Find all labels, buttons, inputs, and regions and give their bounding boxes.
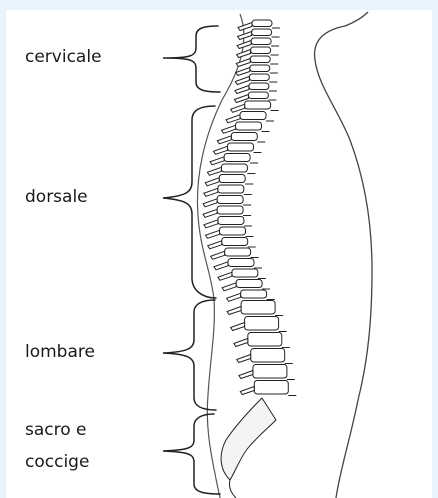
spinous-process <box>206 230 220 238</box>
chest-outline <box>345 12 368 26</box>
vertebra <box>245 101 271 109</box>
spinous-process <box>210 157 224 165</box>
coccyx <box>229 480 236 498</box>
vertebra <box>228 143 254 151</box>
spinous-process <box>238 32 252 40</box>
vertebra <box>222 238 248 246</box>
spinous-process <box>238 23 252 31</box>
vertebra <box>228 259 254 267</box>
front-outline <box>315 26 372 498</box>
spinous-process <box>222 283 236 291</box>
spinous-process <box>218 272 232 280</box>
spinous-process <box>217 136 231 144</box>
spinous-process <box>237 50 251 58</box>
vertebra <box>224 154 250 162</box>
vertebra <box>249 74 269 81</box>
vertebra <box>250 65 270 72</box>
spinous-process <box>203 199 217 207</box>
vertebra <box>236 122 262 130</box>
vertebra <box>219 175 245 183</box>
spinous-process <box>211 251 225 259</box>
spinous-process <box>207 167 221 175</box>
vertebra <box>241 301 275 315</box>
vertebra <box>240 112 266 120</box>
label-dorsale: dorsale <box>25 186 88 208</box>
vertebra <box>217 206 243 214</box>
vertebra <box>251 38 271 45</box>
label-cervicale: cervicale <box>25 46 102 68</box>
vertebra <box>253 365 287 379</box>
spinous-process <box>240 387 254 395</box>
vertebra <box>251 349 285 363</box>
spinous-process <box>203 209 217 217</box>
sacrum <box>221 398 276 480</box>
spinous-process <box>235 77 249 85</box>
vertebra <box>220 227 246 235</box>
label-coccige: coccige <box>25 451 89 473</box>
vertebra <box>236 280 262 288</box>
brackets <box>163 26 220 494</box>
spinous-process <box>239 371 253 379</box>
spinous-process <box>227 293 241 301</box>
vertebra <box>251 47 271 54</box>
spinous-process <box>227 307 241 315</box>
vertebra <box>254 381 288 395</box>
spinous-process <box>208 241 222 249</box>
vertebra <box>232 269 258 277</box>
vertebra <box>250 56 270 63</box>
vertebra <box>221 164 247 172</box>
spinous-process <box>236 59 250 67</box>
vertebra <box>249 83 269 90</box>
spinous-process <box>204 188 218 196</box>
spinous-process <box>235 86 249 94</box>
vertebra <box>245 317 279 331</box>
spinous-process <box>205 178 219 186</box>
label-lombare: lombare <box>25 341 95 363</box>
vertebra <box>252 20 272 27</box>
vertebra <box>225 248 251 256</box>
spinous-process <box>214 146 228 154</box>
label-sacro: sacro e <box>25 419 87 441</box>
spinous-process <box>237 355 251 363</box>
vertebra <box>218 185 244 193</box>
vertebra <box>217 196 243 204</box>
vertebra <box>252 29 272 36</box>
vertebra <box>231 133 257 141</box>
spinous-process <box>234 339 248 347</box>
vertebra <box>248 92 268 99</box>
spinous-process <box>231 323 245 331</box>
vertebra <box>218 217 244 225</box>
spinous-process <box>204 220 218 228</box>
bracket-cervicale <box>163 26 220 92</box>
spinous-process <box>214 262 228 270</box>
vertebra <box>248 333 282 347</box>
vertebra <box>241 290 267 298</box>
